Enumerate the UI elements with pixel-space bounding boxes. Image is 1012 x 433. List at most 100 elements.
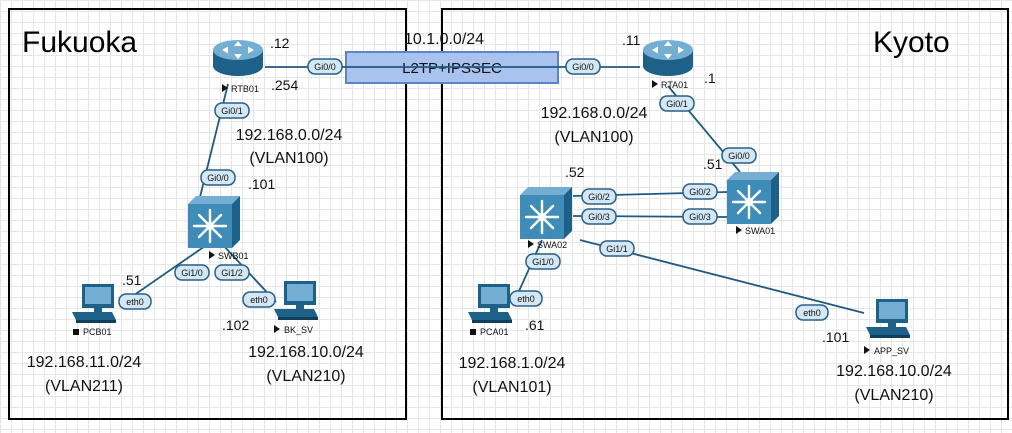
network-cidr: 192.168.0.0/24 — [236, 127, 343, 144]
network-label-kyoto-sv: 192.168.10.0/24 (VLAN210) — [836, 363, 952, 404]
device-name-bksv: BK_SV — [284, 325, 313, 335]
site-frame-fukuoka — [8, 8, 407, 420]
iface-label: Gi0/3 — [689, 212, 711, 222]
network-cidr: 192.168.10.0/24 — [248, 344, 364, 361]
network-vlan: (VLAN100) — [249, 150, 328, 167]
iface-badge-app-eth[interactable]: eth0 — [795, 304, 829, 321]
server-bksv-icon[interactable] — [274, 281, 318, 320]
stop-square-icon — [470, 329, 476, 335]
device-tag-rtb01: RTB01 — [222, 84, 259, 94]
play-triangle-icon — [528, 240, 534, 248]
device-name-pcb01: PCB01 — [83, 327, 112, 337]
iface-label: Gi0/0 — [314, 62, 336, 72]
play-triangle-icon — [736, 226, 742, 234]
network-label-kyoto-mgmt: 192.168.0.0/24 (VLAN100) — [541, 105, 648, 146]
site-title-kyoto: Kyoto — [873, 26, 950, 59]
play-triangle-icon — [222, 84, 228, 92]
tunnel-label: L2TP+IPSSEC — [402, 60, 502, 77]
pc-pcb01-icon[interactable] — [72, 284, 116, 323]
iface-label: eth0 — [250, 295, 268, 305]
addr-rta01-lan: .1 — [704, 70, 716, 86]
iface-label: eth0 — [517, 294, 535, 304]
iface-label: Gi1/1 — [606, 244, 628, 254]
iface-badge-swb01-pcb[interactable]: Gi1/0 — [174, 264, 210, 281]
site-frame-kyoto — [441, 8, 1009, 420]
network-label-fukuoka-pc: 192.168.11.0/24 (VLAN211) — [27, 354, 142, 395]
iface-badge-rtb01-wan[interactable]: Gi0/0 — [307, 58, 343, 75]
network-vlan: (VLAN101) — [472, 379, 551, 396]
network-cidr: 192.168.11.0/24 — [27, 354, 142, 371]
device-name-swa01: SWA01 — [745, 226, 775, 236]
addr-rtb01-lan: .254 — [271, 77, 298, 93]
iface-badge-rtb01-lan[interactable]: Gi0/1 — [214, 102, 250, 119]
addr-rta01-wan: .11 — [622, 32, 641, 48]
addr-swb01: .101 — [248, 176, 275, 192]
network-label-kyoto-pc: 192.168.1.0/24 (VLAN101) — [459, 355, 566, 396]
pc-pca01-icon[interactable] — [468, 284, 512, 323]
network-label-fukuoka-sv: 192.168.10.0/24 (VLAN210) — [248, 344, 364, 385]
play-triangle-icon — [652, 80, 658, 88]
device-name-swb01: SWB01 — [218, 251, 249, 261]
iface-label: Gi1/2 — [221, 268, 243, 278]
iface-badge-rta01-lan[interactable]: Gi0/1 — [659, 95, 695, 112]
device-name-rta01: RTA01 — [661, 80, 688, 90]
stop-square-icon — [73, 329, 79, 335]
device-tag-swa02: SWA02 — [528, 240, 567, 250]
network-cidr: 192.168.1.0/24 — [459, 355, 566, 372]
site-title-fukuoka: Fukuoka — [22, 26, 137, 59]
play-triangle-icon — [209, 251, 215, 259]
link-swb01-pcb01[interactable] — [123, 243, 209, 303]
switch-swa02-icon[interactable] — [520, 187, 572, 239]
device-name-swa02: SWA02 — [537, 240, 567, 250]
iface-label: eth0 — [126, 297, 144, 307]
network-vlan: (VLAN210) — [854, 387, 933, 404]
device-tag-swa01: SWA01 — [736, 226, 775, 236]
iface-badge-pca01-eth[interactable]: eth0 — [509, 290, 543, 307]
device-name-appsv: APP_SV — [874, 346, 909, 356]
iface-badge-bk-eth[interactable]: eth0 — [242, 291, 276, 308]
iface-label: Gi1/0 — [181, 268, 203, 278]
switch-swa01-icon[interactable] — [727, 172, 779, 224]
device-tag-swb01: SWB01 — [209, 251, 249, 261]
addr-pca01: .61 — [525, 317, 545, 333]
network-vlan: (VLAN211) — [45, 378, 123, 395]
link-swa02-pca01[interactable] — [514, 239, 543, 301]
network-cidr: 192.168.10.0/24 — [836, 363, 952, 380]
iface-badge-swa01-g02[interactable]: Gi0/2 — [682, 183, 718, 200]
iface-badge-swa02-g02[interactable]: Gi0/2 — [581, 188, 617, 205]
switch-swb01-icon[interactable] — [188, 196, 240, 248]
iface-badge-swa01-up[interactable]: Gi0/0 — [721, 147, 757, 164]
device-tag-pca01: PCA01 — [470, 327, 509, 337]
iface-badge-swb01-up[interactable]: Gi0/0 — [200, 169, 236, 186]
router-rtb01-icon[interactable] — [213, 40, 263, 76]
iface-badge-swa02-g03[interactable]: Gi0/3 — [581, 208, 617, 225]
network-label-fukuoka-mgmt: 192.168.0.0/24 (VLAN100) — [236, 127, 343, 167]
iface-label: Gi0/0 — [207, 173, 229, 183]
addr-swa01: .51 — [703, 156, 723, 172]
addr-swa02: .52 — [565, 164, 585, 180]
iface-badge-swa01-g03[interactable]: Gi0/3 — [682, 208, 718, 225]
iface-label: Gi0/2 — [588, 192, 610, 202]
device-tag-rta01: RTA01 — [652, 80, 688, 90]
network-vlan: (VLAN210) — [266, 368, 345, 385]
iface-badge-swa02-g10[interactable]: Gi1/0 — [525, 253, 561, 270]
iface-label: Gi0/0 — [572, 62, 594, 72]
play-triangle-icon — [864, 346, 870, 354]
iface-label: Gi0/1 — [666, 99, 688, 109]
server-appsv-icon[interactable] — [866, 299, 910, 338]
device-tag-pcb01: PCB01 — [73, 327, 112, 337]
network-cidr: 192.168.0.0/24 — [541, 105, 648, 122]
network-vlan: (VLAN100) — [554, 129, 633, 146]
addr-rtb01-wan: .12 — [270, 35, 290, 51]
router-rta01-icon[interactable] — [643, 40, 693, 76]
iface-label: Gi0/3 — [588, 212, 610, 222]
iface-badge-swa02-g11[interactable]: Gi1/1 — [599, 240, 635, 257]
iface-label: eth0 — [803, 308, 821, 318]
iface-label: Gi0/1 — [221, 106, 243, 116]
iface-label: Gi1/0 — [532, 257, 554, 267]
iface-badge-pcb01-eth[interactable]: eth0 — [118, 293, 152, 310]
iface-badge-rta01-wan[interactable]: Gi0/0 — [565, 58, 601, 75]
addr-bksv: .102 — [222, 317, 249, 333]
iface-badge-swb01-bk[interactable]: Gi1/2 — [214, 264, 250, 281]
